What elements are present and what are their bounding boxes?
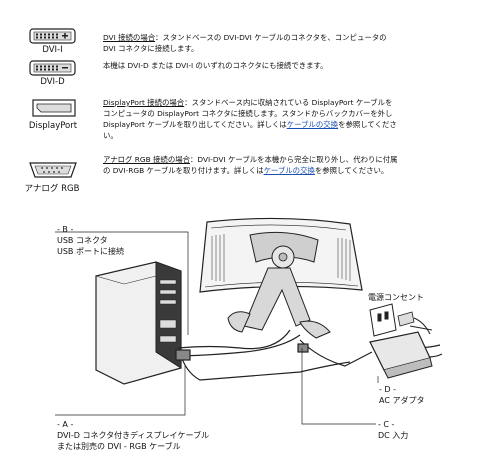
displayport-instruction-line3: DisplayPort ケーブルを取り出してください。詳しくはケーブルの交換を参… [103, 119, 397, 130]
analog-instruction-line1: アナログ RGB 接続の場合：DVI-DVI ケーブルを本機から完全に取り外し、… [103, 154, 398, 165]
displayport-instruction-line1: DisplayPort 接続の場合：スタンドベース内に収納されている Displ… [103, 97, 392, 108]
dvi-i-caption: DVI-I [42, 45, 63, 55]
analog-rgb-caption: アナログ RGB [24, 184, 80, 194]
displayport-instruction-line2: コンピュータの DisplayPort コネクタに接続します。スタンドからバック… [103, 109, 393, 118]
analog-instruction-line2-pre: の DVI-RGB ケーブルを取り付けます。詳しくは [103, 166, 264, 175]
analog-instruction-line2: の DVI-RGB ケーブルを取り付けます。詳しくはケーブルの交換を参照してくだ… [103, 165, 388, 176]
displayport-instruction-title: DisplayPort 接続の場合 [103, 98, 185, 107]
monitor-back-illustration [199, 217, 363, 339]
dvi-d-connector-icon [29, 60, 76, 76]
dvi-compat-note: 本機は DVI-D または DVI-I のいずれのコネクタにも接続できます。 [103, 61, 328, 70]
dvi-instruction-line1-rest: ：スタンドベースの DVI-DVI ケーブルのコネクタを、コンピュータの [155, 33, 387, 42]
label-a-line2: または別売の DVI - RGB ケーブル [57, 442, 181, 451]
displayport-caption: DisplayPort [28, 121, 78, 131]
label-c-code: - C - [378, 420, 395, 429]
ac-adapter-illustration [369, 331, 433, 379]
label-d-line1: AC アダプタ [379, 396, 425, 405]
analog-instruction-title: アナログ RGB 接続の場合 [103, 155, 190, 164]
dvi-i-connector-icon [29, 28, 76, 44]
label-leader-lines [55, 231, 379, 418]
displayport-connector-icon [32, 99, 76, 117]
label-c-line1: DC 入力 [378, 431, 409, 440]
label-b-code: - B - [57, 225, 74, 234]
label-d-code: - D - [379, 385, 397, 394]
cable-replacement-link[interactable]: ケーブルの交換 [286, 120, 339, 129]
label-a-code: - A - [57, 420, 74, 429]
dvi-instruction-line1: DVI 接続の場合：スタンドベースの DVI-DVI ケーブルのコネクタを、コン… [103, 32, 387, 43]
cable-replacement-link-2[interactable]: ケーブルの交換 [263, 166, 315, 175]
displayport-instruction-line4: い。 [103, 131, 118, 140]
displayport-instruction-line3-pre: DisplayPort ケーブルを取り出してください。詳しくは [103, 120, 287, 129]
label-a-line1: DVI-D コネクタ付きディスプレイケーブル [57, 431, 210, 440]
analog-rgb-connector-icon [29, 162, 77, 178]
analog-instruction-line1-rest: ：DVI-DVI ケーブルを本機から完全に取り外し、代わりに付属 [190, 155, 398, 164]
analog-instruction-line2-post: を参照してください。 [314, 166, 389, 175]
power-outlet-icon [369, 303, 433, 337]
cables [175, 329, 443, 381]
dvi-d-caption: DVI-D [40, 77, 65, 87]
dvi-instruction-line2: DVI コネクタに接続します。 [103, 44, 199, 53]
label-b-line1: USB コネクタ [57, 236, 108, 245]
label-power-outlet: 電源コンセント [368, 293, 424, 302]
computer-tower-illustration [95, 261, 182, 385]
displayport-instruction-line1-rest: ：スタンドベース内に収納されている DisplayPort ケーブルを [184, 98, 393, 107]
dvi-instruction-title: DVI 接続の場合 [103, 33, 156, 42]
displayport-instruction-line3-post: を参照してくださ [338, 120, 397, 129]
label-b-line2: USB ポートに接続 [57, 247, 124, 256]
